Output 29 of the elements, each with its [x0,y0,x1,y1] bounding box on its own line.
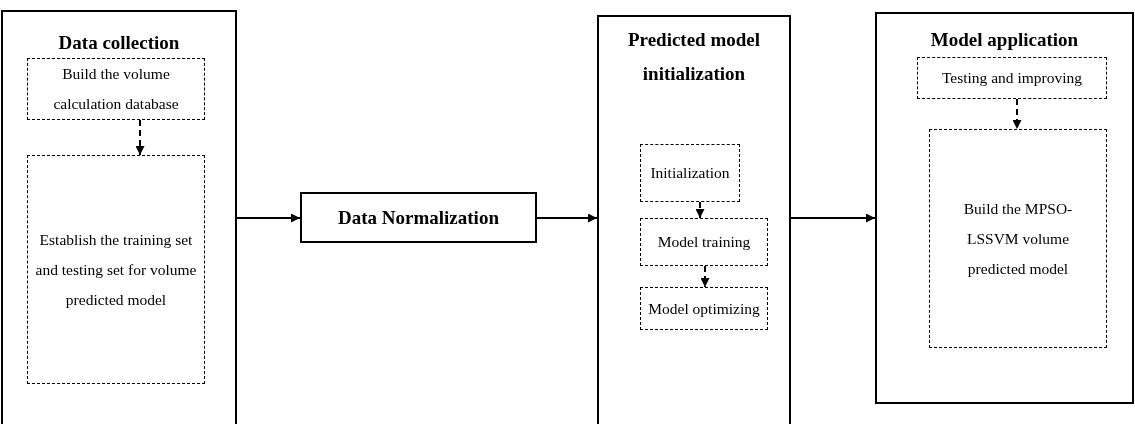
stage-heading: Data collection [57,31,181,55]
step-box [640,287,768,330]
stage-heading: Model application [929,28,1080,52]
process-label: Data Normalization [338,206,499,229]
arrow [695,201,705,219]
stage-panel [1,10,237,424]
step-label: Initialization [649,163,731,183]
step-label: Model training [656,232,752,252]
step-label: Establish the training set and testing set for volume predicted model [34,229,198,310]
step-box [27,155,205,384]
arrow [135,119,145,156]
step-box [929,129,1107,348]
arrow [1012,98,1022,130]
step-label: Build the MPSO-LSSVM volume predicted model [962,198,1074,279]
step-box [640,218,768,266]
arrow [700,265,710,288]
arrow [236,213,301,223]
arrow [790,213,876,223]
step-box [27,58,205,120]
step-label: Model optimizing [647,298,761,319]
step-label: Build the volume calculation database [52,64,180,114]
stage-panel [597,15,791,424]
step-label: Testing and improving [940,68,1084,88]
step-box [917,57,1107,99]
step-box [640,144,740,202]
process-box [300,192,537,243]
stage-heading: Predicted model initialization [626,28,762,86]
stage-panel [875,12,1134,404]
arrow [536,213,598,223]
